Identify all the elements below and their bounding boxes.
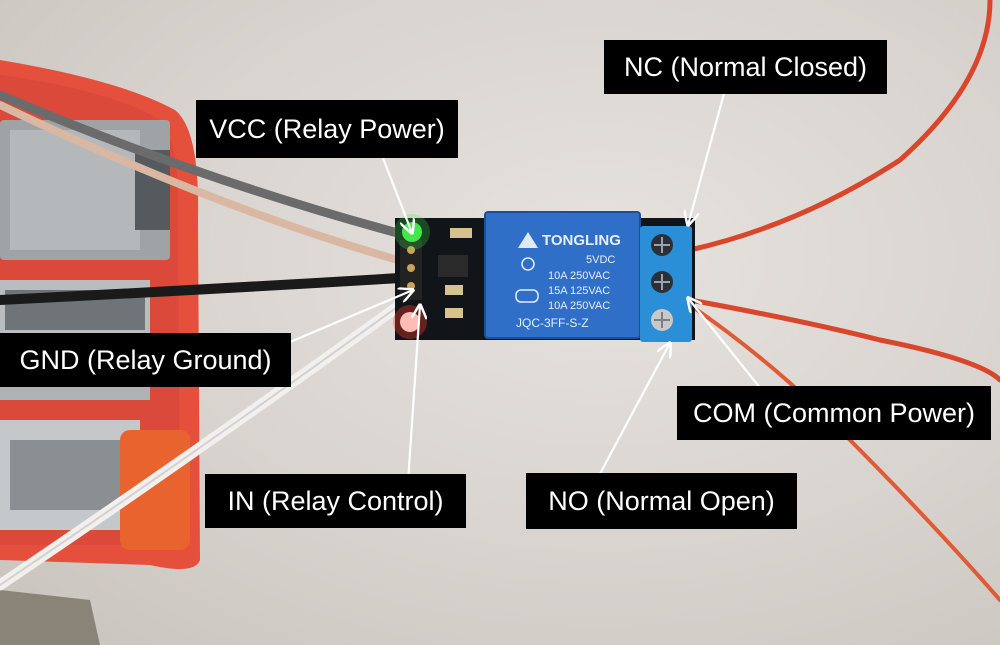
arrow-no [594, 343, 670, 484]
relay-model: JQC-3FF-S-Z [516, 316, 589, 330]
relay-brand: TONGLING [542, 232, 621, 249]
label-vcc: VCC (Relay Power) [196, 100, 458, 158]
arrow-gnd [282, 290, 413, 347]
callout-arrows [282, 89, 766, 484]
relay-voltage: 5VDC [586, 254, 615, 266]
label-com: COM (Common Power) [677, 386, 991, 440]
label-gnd: GND (Relay Ground) [0, 333, 291, 387]
arrow-vcc [381, 157, 412, 233]
relay-rating-1: 10A 250VAC [548, 270, 610, 282]
label-nc: NC (Normal Closed) [604, 40, 887, 94]
arrow-in [406, 305, 420, 483]
arrow-nc [688, 89, 727, 225]
relay-rating-3: 10A 250VAC [548, 300, 610, 312]
label-no: NO (Normal Open) [526, 473, 797, 529]
relay-rating-2: 15A 125VAC [548, 285, 610, 297]
relay-module: TONGLING 5VDC 10A 250VAC 15A 125VAC 10A … [393, 211, 695, 342]
arrow-com [688, 298, 766, 395]
jumper-wires [0, 0, 1000, 602]
label-in: IN (Relay Control) [205, 474, 466, 528]
